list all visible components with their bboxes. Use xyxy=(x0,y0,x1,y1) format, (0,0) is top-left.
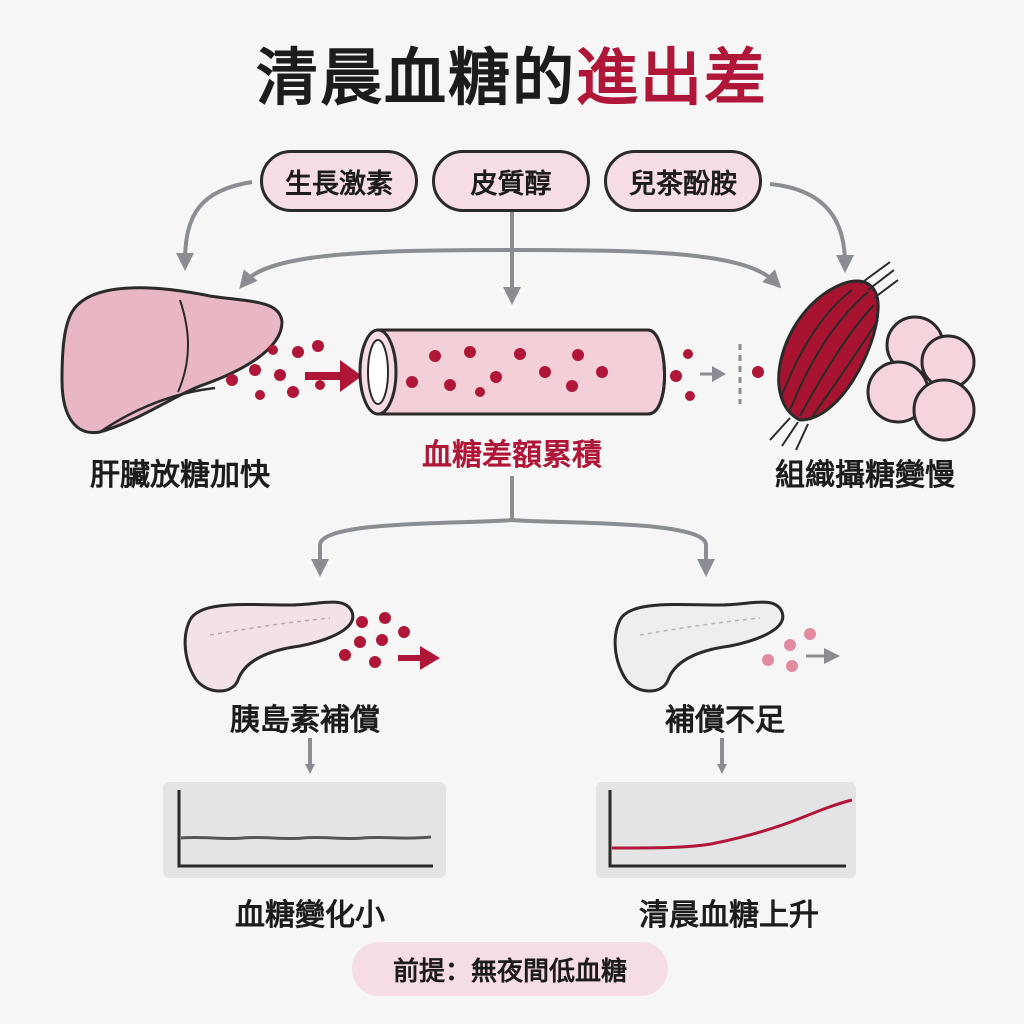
left-result-label: 血糖變化小 xyxy=(235,898,385,933)
arrow-to-liver-branch xyxy=(239,248,513,289)
tissue-label: 組織攝糖變慢 xyxy=(775,458,955,493)
hormone-label: 生長激素 xyxy=(285,168,393,200)
arrow-to-muscle xyxy=(769,182,854,273)
glucose-line-flat xyxy=(180,835,432,841)
glucose-dots-exit xyxy=(670,344,764,404)
liver-to-vessel-arrow xyxy=(305,360,362,392)
chart-stable-glucose xyxy=(163,782,446,878)
arrow-to-liver xyxy=(176,180,253,271)
vessel-label: 血糖差額累積 xyxy=(422,438,602,473)
branch-arrows xyxy=(311,476,715,577)
chart-axes xyxy=(177,790,433,868)
glucose-dots-liver xyxy=(226,340,325,400)
hormone-label: 皮質醇 xyxy=(470,168,552,200)
left-pancreas-label: 胰島素補償 xyxy=(230,703,380,738)
premise-text: 前提：無夜間低血糖 xyxy=(392,956,627,987)
fat-cells-icon xyxy=(866,315,976,442)
muscle-icon xyxy=(769,261,899,451)
title-accent: 進出差 xyxy=(576,41,769,114)
title-main: 清晨血糖的 xyxy=(255,41,576,114)
chart-arrows xyxy=(305,738,727,774)
right-pancreas-label: 補償不足 xyxy=(665,703,785,738)
hormone-pill-cortisol: 皮質醇 xyxy=(432,150,590,212)
hormone-arrows xyxy=(176,180,854,305)
pancreas-icon-right xyxy=(613,600,840,693)
glucose-line-rising xyxy=(611,798,853,850)
premise-badge: 前提：無夜間低血糖 xyxy=(352,942,668,996)
blood-vessel-icon xyxy=(358,328,666,416)
hormone-pill-growth-hormone: 生長激素 xyxy=(260,150,418,212)
right-result-label: 清晨血糖上升 xyxy=(639,898,819,933)
arrow-to-tissue-branch xyxy=(511,248,782,289)
liver-label: 肝臟放糖加快 xyxy=(90,458,270,493)
pancreas-icon-left xyxy=(183,600,440,693)
hormone-pill-catecholamine: 兒茶酚胺 xyxy=(604,150,762,212)
chart-rising-glucose xyxy=(596,782,856,878)
page-title: 清晨血糖的進出差 xyxy=(0,38,1024,118)
liver-icon xyxy=(60,286,284,435)
hormone-label: 兒茶酚胺 xyxy=(629,168,737,200)
chart-axes xyxy=(608,790,846,868)
